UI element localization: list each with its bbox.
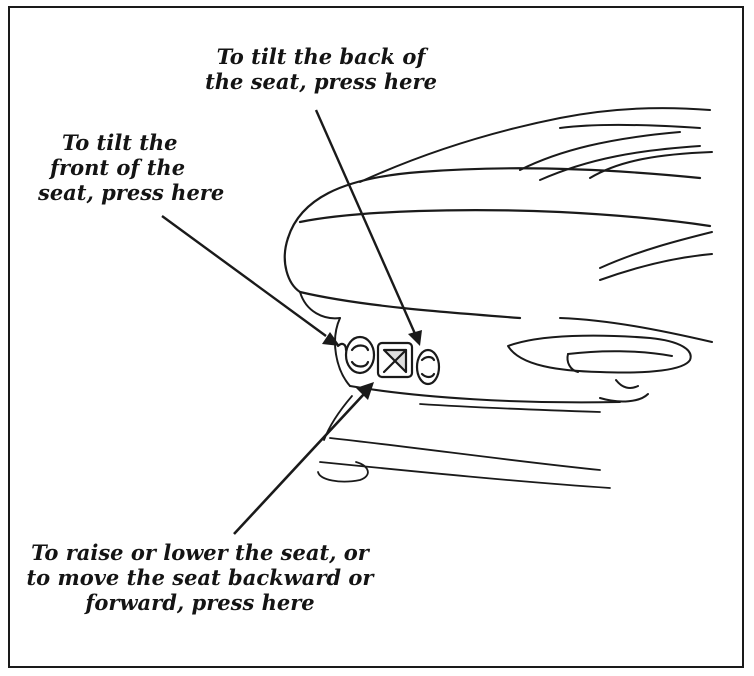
seat-track-base: [317, 395, 611, 489]
raise-lower-label-line: To raise or lower the seat, or: [31, 540, 369, 565]
tilt-back-label: To tilt the back of the seat, press here: [196, 44, 446, 94]
control-switches: [336, 335, 441, 386]
seat-side-panel: [299, 231, 713, 404]
tilt-front-label: To tilt the front of the seat, press her…: [38, 130, 228, 205]
tilt-front-label-line: front of the: [50, 155, 186, 180]
pointer-arrows: [161, 109, 422, 535]
arrow-to-back-tilt: [314, 109, 422, 346]
tilt-back-label-line: the seat, press here: [205, 69, 437, 94]
raise-lower-label-line: to move the seat backward or: [26, 565, 374, 590]
seat-back-outline: [359, 107, 713, 183]
raise-lower-switch[interactable]: [376, 341, 414, 379]
seat-cushion-outline: [283, 167, 712, 320]
arrow-to-raise-lower: [233, 382, 374, 535]
tilt-front-label-line: To tilt the: [62, 130, 178, 155]
seat-handle: [507, 334, 692, 403]
back-tilt-switch[interactable]: [415, 348, 441, 386]
front-tilt-switch[interactable]: [336, 335, 376, 375]
arrow-to-front-tilt: [161, 215, 340, 346]
tilt-front-label-line: seat, press here: [38, 180, 225, 205]
raise-lower-label-line: forward, press here: [85, 590, 315, 615]
raise-lower-label: To raise or lower the seat, or to move t…: [20, 540, 380, 615]
tilt-back-label-line: To tilt the back of: [216, 44, 426, 69]
